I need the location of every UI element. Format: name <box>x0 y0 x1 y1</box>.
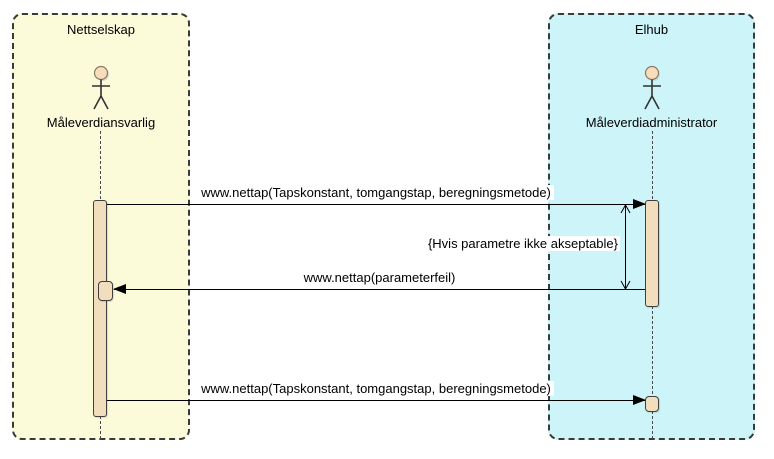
message-line <box>107 400 645 401</box>
message-label: www.nettap(parameterfeil) <box>114 270 645 285</box>
actor-icon <box>92 65 110 110</box>
arrowhead-icon <box>633 199 646 209</box>
activation-bar <box>93 200 107 417</box>
activation-bar <box>645 200 659 307</box>
message-line <box>107 204 645 205</box>
condition-label: {Hvis parametre ikke akseptable} <box>425 236 620 251</box>
arrowhead-icon <box>633 395 646 405</box>
actor-icon <box>642 65 661 110</box>
message-label: www.nettap(Tapskonstant, tomgangstap, be… <box>107 381 645 396</box>
arrowhead-icon <box>113 284 126 294</box>
boundary-title: Elhub <box>634 22 669 37</box>
actor-label: Måleverdiadministrator <box>585 115 718 130</box>
actor-label: Måleverdiansvarlig <box>46 115 156 130</box>
message-label: www.nettap(Tapskonstant, tomgangstap, be… <box>107 185 645 200</box>
boundary-title: Nettselskap <box>67 22 135 37</box>
message-line <box>114 289 645 290</box>
activation-bar-nested <box>645 396 659 412</box>
activation-bar-nested <box>98 281 113 301</box>
